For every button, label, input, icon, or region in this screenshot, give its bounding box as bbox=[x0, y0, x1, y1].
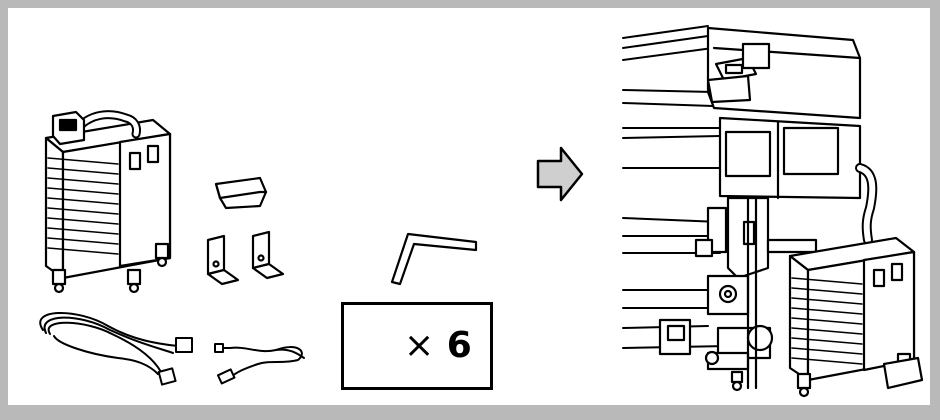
usb-cable-part bbox=[215, 344, 304, 383]
power-cable-part bbox=[40, 313, 192, 385]
screw-quantity-label: × 6 bbox=[404, 321, 472, 371]
hex-key-icon bbox=[392, 234, 476, 284]
drying-unit-part bbox=[46, 112, 170, 292]
quantity-multiplier: × bbox=[404, 325, 434, 366]
screw-quantity-box: × 6 bbox=[341, 302, 493, 390]
bracket-part bbox=[208, 232, 283, 284]
illustration-panel: × 6 bbox=[8, 8, 930, 405]
cover-part bbox=[216, 178, 266, 208]
right-arrow-icon bbox=[538, 148, 582, 200]
quantity-count: 6 bbox=[447, 325, 472, 366]
printer-assembled bbox=[623, 26, 922, 396]
